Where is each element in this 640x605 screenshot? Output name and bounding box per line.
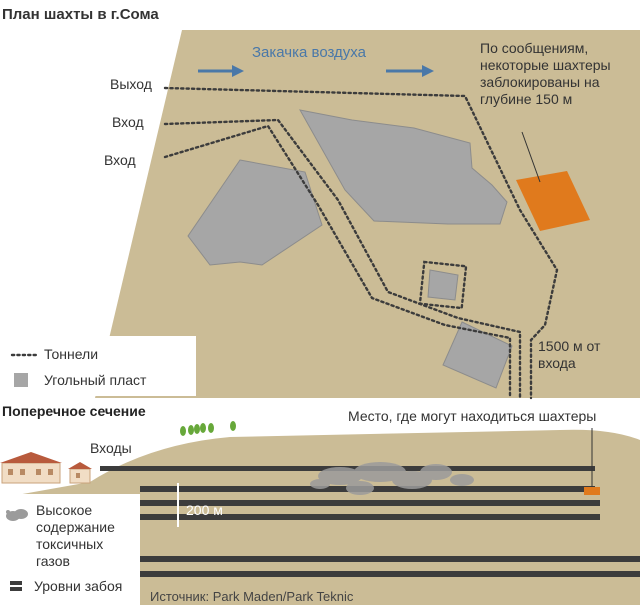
exit-label: Выход [110,76,152,92]
legend-levels-label: Уровни забоя [34,578,123,594]
legend-top: Тоннели Угольный пласт [0,336,196,396]
level-icon [10,581,22,591]
gas-cloud-icon [6,509,28,521]
trapped-leader [521,131,541,183]
entrances-label: Входы [90,440,132,456]
location-note: Место, где могут находиться шахтеры [348,408,597,424]
right-arrow-icon [198,65,244,77]
gas-clouds [310,462,474,495]
building-icon [0,452,62,484]
miner-location [584,487,600,495]
coal-seam-1 [187,159,323,266]
section-title: Поперечное сечение [2,403,146,419]
page-title: План шахты в г.Сома [2,6,159,23]
entry-label-1: Вход [112,114,144,130]
legend-coal-label: Угольный пласт [44,372,147,388]
coal-seam-2 [299,109,508,225]
coal-swatch [14,373,28,387]
distance-note: 1500 м от входа [538,338,601,371]
trapped-note: По сообщениям, некоторые шахтеры заблоки… [480,40,611,107]
source-note: Источник: Park Maden/Park Teknic [150,589,354,604]
coal-seam-4 [442,321,513,389]
depth-label: 200 м [186,502,223,518]
legend-tunnels-label: Тоннели [44,346,99,362]
tree-icon [180,421,236,436]
air-label: Закачка воздуха [252,44,366,61]
trapped-area [516,171,590,231]
tunnel-swatch [10,353,40,357]
coal-seam-3 [427,269,459,301]
entry-label-2: Вход [104,152,136,168]
legend-toxic-label: Высокое содержание токсичных газов [36,502,115,569]
building-icon [68,462,92,484]
tunnels [163,86,559,400]
legend-bottom: Высокое содержание токсичных газов Уровн… [0,494,140,605]
right-arrow-icon [386,65,434,77]
